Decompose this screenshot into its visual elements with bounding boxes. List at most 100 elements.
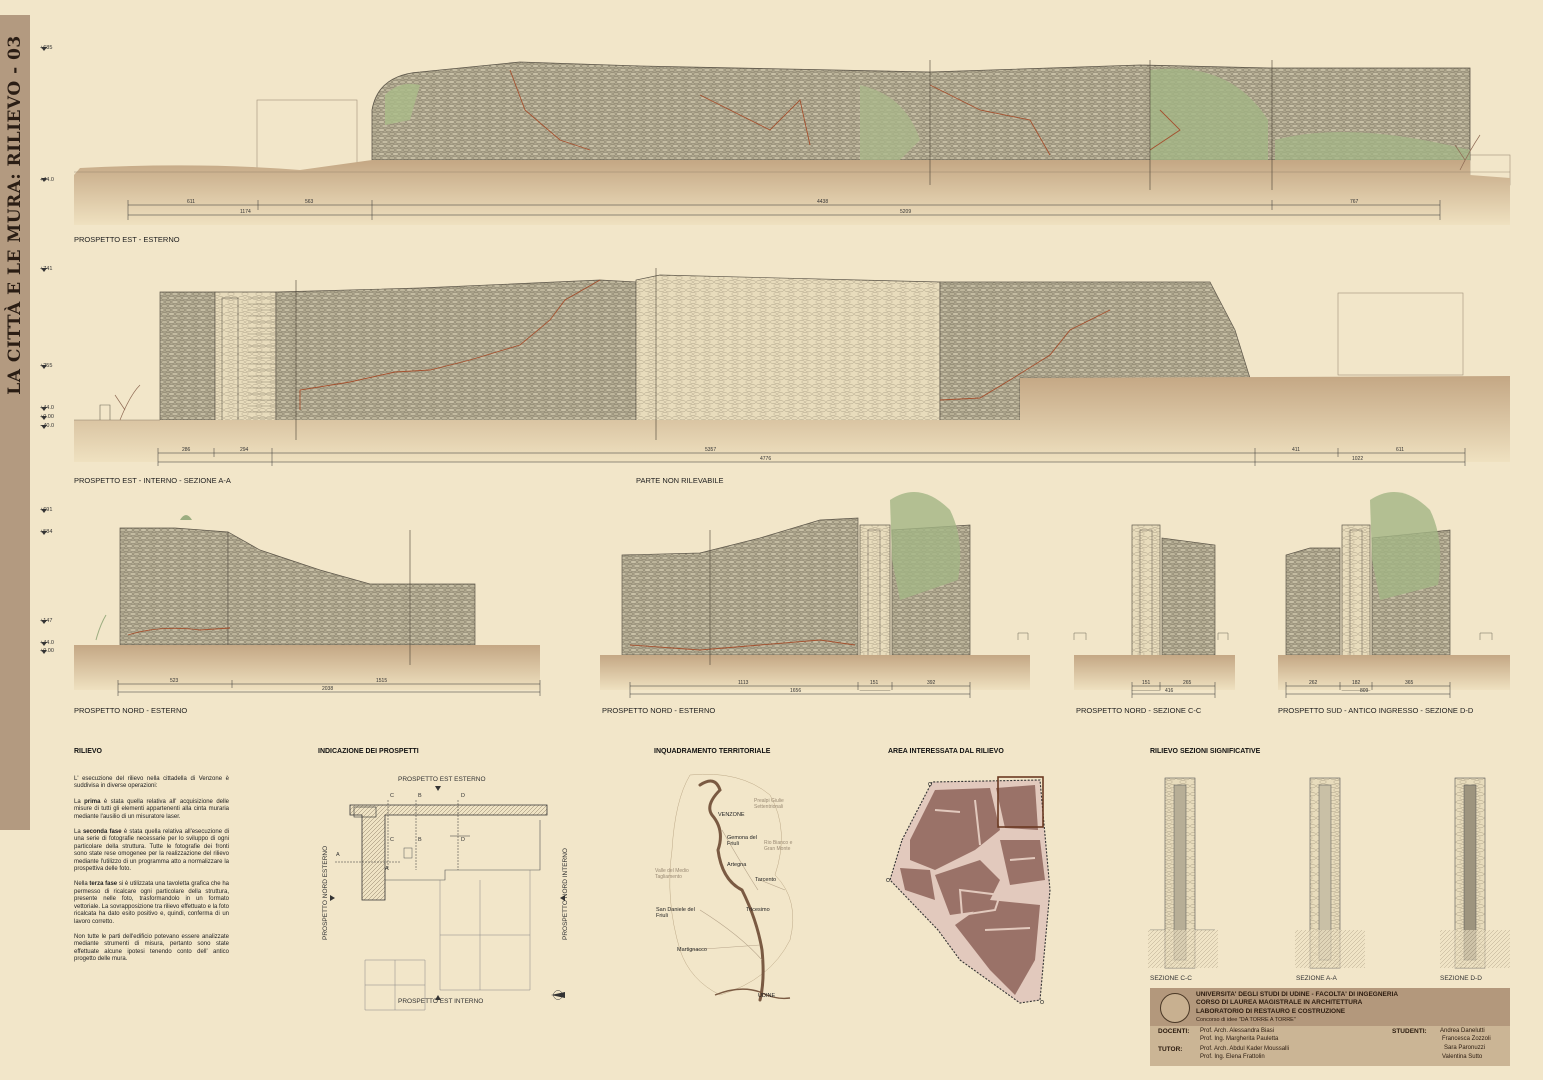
plan-marker-b2: B: [418, 837, 422, 843]
section-aa-label: SEZIONE A-A: [1296, 975, 1337, 982]
tutor-1: Prof. Arch. Abdul Kader Moussalli: [1200, 1046, 1290, 1052]
region-tagliamento: Valle del Medio Tagliamento: [655, 868, 689, 880]
lab-name: LABORATORIO DI RESTAURO E COSTRUZIONE: [1196, 1008, 1346, 1015]
sezioni-heading: RILIEVO SEZIONI SIGNIFICATIVE: [1150, 748, 1261, 755]
town-udine: UDINE: [758, 993, 776, 999]
dim-e1-1174: 1174: [240, 209, 251, 215]
elevation-4-label: PROSPETTO NORD - ESTERNO: [602, 706, 716, 715]
studente-4: Valentina Sutto: [1442, 1054, 1483, 1060]
dim-e2-611: 611: [1396, 447, 1404, 453]
level-e3-mid: +584: [40, 529, 53, 535]
docente-2: Prof. Ing. Margherita Pauletta: [1200, 1036, 1279, 1042]
elevation-4-dimensions: [629, 682, 971, 698]
town-artegna: Artegna: [727, 862, 747, 868]
inquadramento-heading: INQUADRAMENTO TERRITORIALE: [654, 748, 771, 755]
tutor-label: TUTOR:: [1158, 1046, 1183, 1053]
dim-e5-265: 265: [1183, 680, 1192, 686]
elevation-6-label: PROSPETTO SUD - ANTICO INGRESSO - SEZION…: [1278, 706, 1474, 715]
plan-right-label: PROSPETTO NORD INTERNO: [562, 848, 569, 940]
elevation-5-label: PROSPETTO NORD - SEZIONE C-C: [1076, 706, 1202, 715]
dim-e2-411: 411: [1292, 447, 1300, 453]
plan-bottom-label: PROSPETTO EST INTERNO: [398, 998, 484, 1005]
tutor-2: Prof. Ing. Elena Frattolin: [1200, 1054, 1265, 1060]
level-e1-base: +44.0: [40, 177, 54, 183]
plan-marker-d: D: [461, 793, 465, 799]
university-seal-icon: [1160, 993, 1190, 1023]
university-name: UNIVERSITA' DEGLI STUDI DI UDINE - FACOL…: [1196, 991, 1399, 998]
rilievo-p3: La seconda fase è stata quella relativa …: [74, 829, 229, 873]
plan-marker-c: C: [390, 793, 394, 799]
title-block-credits: DOCENTI: Prof. Arch. Alessandra Biasi Pr…: [1150, 1026, 1510, 1066]
title-block: UNIVERSITA' DEGLI STUDI DI UDINE - FACOL…: [1150, 988, 1510, 1066]
town-tricesimo: Tricesimo: [746, 907, 770, 913]
level-e2-b: +0.00: [40, 414, 54, 420]
studente-1: Andrea Danelutti: [1440, 1028, 1485, 1034]
title-block-header: UNIVERSITA' DEGLI STUDI DI UDINE - FACOL…: [1150, 988, 1510, 1026]
dim-e2-286: 286: [182, 447, 191, 453]
town-gemona: Gemona del Friuli: [727, 835, 757, 847]
level-e1-top: +685: [40, 45, 53, 51]
level-e3-b: +0.00: [40, 648, 54, 654]
elevation-1-drawing: [74, 60, 1511, 225]
rilievo-p1: L' esecuzione del rilievo nella cittadel…: [74, 776, 229, 790]
dim-e1-563: 563: [305, 199, 314, 205]
region-rio-bianco: Rio Bianco e Gran Monte: [764, 840, 793, 852]
elevation-4-drawing: [600, 492, 1030, 691]
elevation-5-dimensions: [1131, 682, 1216, 698]
elevation-2-dimensions: [157, 448, 1466, 466]
dim-e3-2038: 2038: [322, 686, 334, 692]
plan-marker-a: A: [336, 852, 340, 858]
rilievo-p5: Non tutte le parti dell'edificio potevan…: [74, 933, 229, 963]
dim-e3-523: 523: [170, 678, 179, 684]
town-venzone: VENZONE: [718, 812, 745, 818]
dim-e6-809: 809: [1360, 688, 1369, 694]
level-e2-c: - 40.0: [40, 423, 55, 429]
dim-e2-4776: 4776: [760, 456, 772, 462]
elevation-3-drawing: [74, 515, 540, 690]
level-e2-a: +44.0: [40, 405, 54, 411]
dim-e2-294: 294: [240, 447, 249, 453]
elevation-2-label: PROSPETTO EST - INTERNO - SEZIONE A-A: [74, 476, 231, 485]
plan-marker-b: B: [418, 793, 422, 799]
level-e3-low: +147: [40, 618, 53, 624]
territorial-map: [669, 773, 794, 1002]
dim-e4-1656: 1656: [790, 688, 802, 694]
town-martignacco: Martignacco: [677, 947, 707, 953]
level-e3-top: +691: [40, 507, 53, 513]
area-heading: AREA INTERESSATA DAL RILIEVO: [888, 748, 1004, 755]
plan-marker-c2: C: [390, 837, 394, 843]
studente-2: Francesca Zozzoli: [1442, 1036, 1491, 1042]
indicazione-plan: [330, 786, 565, 1011]
region-prealpi: Prealpi Giulie Settentrionali: [754, 798, 784, 810]
town-tarcento: Tarcento: [755, 877, 777, 883]
dim-e2-5357: 5357: [705, 447, 717, 453]
dim-e6-262: 262: [1309, 680, 1318, 686]
studente-3: Sara Paronuzzi: [1444, 1045, 1486, 1051]
contest-name: Concorso di idee "DA TORRE A TORRE": [1196, 1017, 1296, 1023]
plan-top-label: PROSPETTO EST ESTERNO: [398, 776, 486, 783]
elevation-6-dimensions: [1285, 682, 1451, 698]
level-e2-mid: +255: [40, 363, 53, 369]
section-details: [1148, 777, 1510, 969]
elevation-5-drawing: [1073, 524, 1235, 691]
elevation-3-dimensions: [117, 680, 541, 696]
dim-e1-4438: 4438: [817, 199, 829, 205]
level-e3-a: +44.0: [40, 640, 54, 646]
elevation-6-drawing: [1278, 492, 1510, 691]
elevation-2-drawing: [74, 268, 1510, 462]
rilievo-heading: RILIEVO: [74, 748, 103, 755]
dim-e5-416: 416: [1165, 688, 1174, 694]
town-plan: [886, 776, 1051, 1004]
dim-e3-1515: 1515: [376, 678, 388, 684]
plan-marker-d2: D: [461, 837, 465, 843]
elevation-3-label: PROSPETTO NORD - ESTERNO: [74, 706, 188, 715]
dim-e2-1022: 1022: [1352, 456, 1364, 462]
docente-1: Prof. Arch. Alessandra Biasi: [1200, 1028, 1275, 1034]
dim-e4-1113: 1113: [738, 680, 749, 686]
title-band: LA CITTÀ E LE MURA: RILIEVO - 03: [0, 15, 30, 830]
docenti-label: DOCENTI:: [1158, 1028, 1190, 1035]
section-cc-label: SEZIONE C-C: [1150, 975, 1192, 982]
course-name: CORSO DI LAUREA MAGISTRALE IN ARCHITETTU…: [1196, 999, 1363, 1006]
